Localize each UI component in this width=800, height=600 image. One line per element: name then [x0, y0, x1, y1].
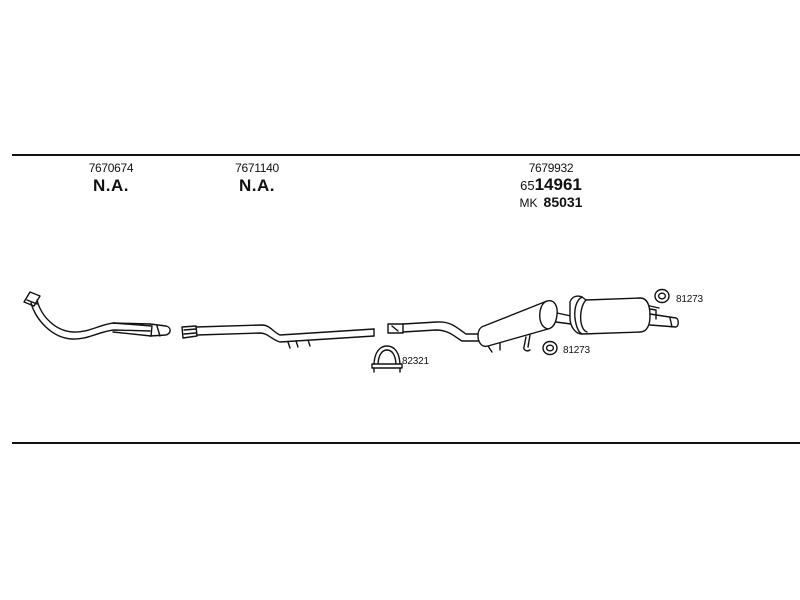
- intermediate-pipe-icon: [181, 324, 375, 349]
- hanger-upper-callout-label: 81273: [676, 294, 703, 305]
- rubber-hanger-icon-lower: [542, 340, 558, 356]
- rubber-hanger-icon: [654, 288, 670, 304]
- bottom-divider: [12, 442, 800, 444]
- part-number-intermediate-pipe: 7671140: [235, 161, 279, 175]
- mk-number: MK 85031: [520, 194, 583, 210]
- top-divider: [12, 154, 800, 156]
- part-number-rear-assembly: 7679932: [528, 161, 574, 175]
- part-number-front-pipe: 7670674: [88, 161, 134, 175]
- middle-pipe-icon: [387, 321, 485, 342]
- hanger-lower-callout-label: 81273: [563, 345, 590, 356]
- reference-number: 6514961: [520, 175, 582, 195]
- rear-muffler-icon: [569, 295, 679, 335]
- status-front-pipe: N.A.: [93, 176, 129, 195]
- status-intermediate-pipe: N.A.: [239, 176, 275, 195]
- clamp-callout-label: 82321: [402, 356, 429, 367]
- mk-prefix: MK: [519, 196, 538, 210]
- reference-prefix: 65: [520, 178, 535, 193]
- mk-main: 85031: [543, 194, 583, 210]
- reference-main: 14961: [534, 175, 582, 194]
- clamp-icon: [371, 345, 403, 373]
- front-pipe-icon: [23, 291, 171, 340]
- center-muffler-icon: [477, 300, 572, 353]
